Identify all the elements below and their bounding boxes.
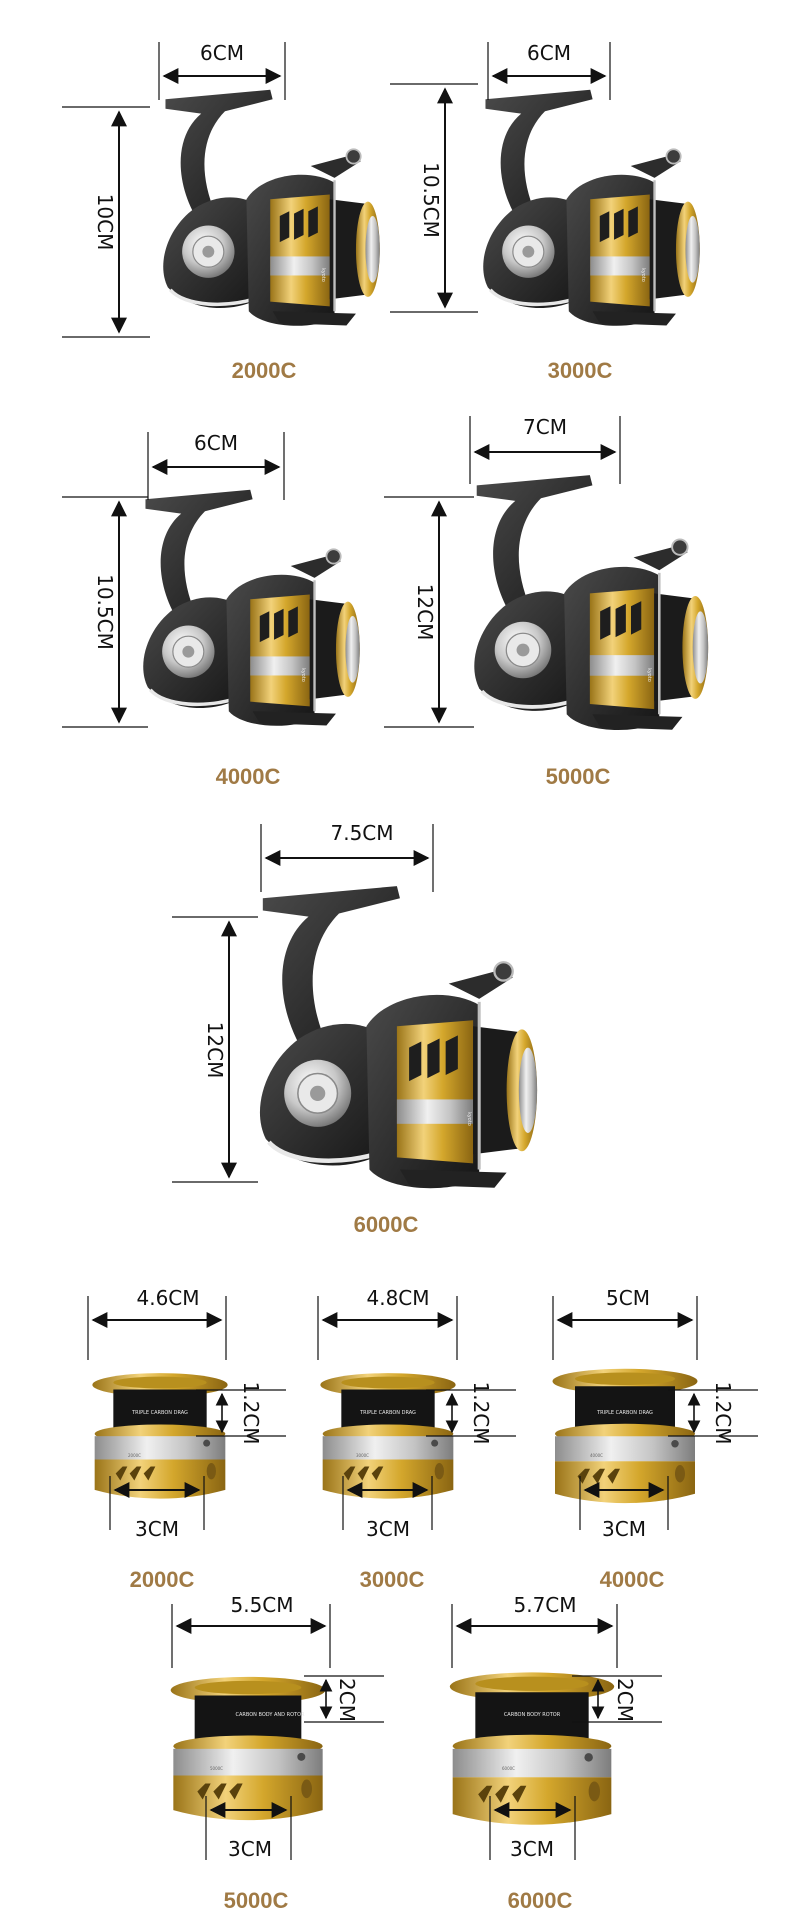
reel-brand-6000c: kyoto <box>466 1112 472 1126</box>
reel-6000c: kyoto 7.5CM 12CM 6000C <box>172 821 537 1237</box>
base-label-4000c: 3CM <box>602 1517 646 1541</box>
spool-text-6000c: 6000C <box>502 1766 515 1771</box>
reel-4000c: kyoto 6CM 10.5CM 4000C <box>62 431 362 789</box>
height-label-5000c: 12CM <box>413 584 437 641</box>
spool-2000c: TRIPLE CARBON DRAG 2000C 4.6CM 1.2CM 3CM… <box>87 1286 286 1592</box>
reel-5000c: kyoto 7CM 12CM 5000C <box>384 415 708 789</box>
depth-label-3000c: 1.2CM <box>469 1381 493 1444</box>
spool-text-4000c: 4000C <box>590 1453 603 1458</box>
height-label-4000c: 10.5CM <box>93 574 117 650</box>
diameter-label-3000c: 4.8CM <box>366 1286 429 1310</box>
spool-model-6000c: 6000C <box>508 1888 573 1913</box>
height-label-3000c: 10.5CM <box>419 162 443 238</box>
model-label-6000c: 6000C <box>354 1212 419 1237</box>
diameter-label-4000c: 5CM <box>606 1286 650 1310</box>
spool-5000c: CARBON BODY AND ROTOR 5000C 5.5CM 2CM 3C… <box>170 1593 384 1913</box>
base-label-2000c: 3CM <box>135 1517 179 1541</box>
reel-brand-5000c: kyoto <box>646 668 652 682</box>
depth-label-4000c: 1.2CM <box>711 1381 735 1444</box>
depth-label-5000c: 2CM <box>335 1678 359 1722</box>
diameter-label-6000c: 5.7CM <box>513 1593 576 1617</box>
width-label-5000c: 7CM <box>523 415 567 439</box>
spool-print-4000c: TRIPLE CARBON DRAG <box>596 1410 653 1416</box>
reel-image-5000c <box>474 475 708 730</box>
base-label-5000c: 3CM <box>228 1837 272 1861</box>
model-label-3000c: 3000C <box>548 358 613 383</box>
reel-brand-4000c: kyoto <box>300 668 306 682</box>
diameter-label-2000c: 4.6CM <box>136 1286 199 1310</box>
spool-text-3000c: 3000C <box>356 1453 369 1458</box>
model-label-5000c: 5000C <box>546 764 611 789</box>
spool-print-2000c: TRIPLE CARBON DRAG <box>131 1410 188 1416</box>
width-label-3000c: 6CM <box>527 41 571 65</box>
width-label-2000c: 6CM <box>200 41 244 65</box>
model-label-4000c: 4000C <box>216 764 281 789</box>
spool-model-5000c: 5000C <box>224 1888 289 1913</box>
base-label-3000c: 3CM <box>366 1517 410 1541</box>
reel-image-2000c <box>161 87 382 328</box>
spool-6000c: CARBON BODY ROTOR 6000C 5.7CM 2CM 3CM 60… <box>449 1593 662 1913</box>
spool-model-4000c: 4000C <box>600 1567 665 1592</box>
reel-3000c: kyoto 6CM 10.5CM 3000C <box>390 41 702 383</box>
spool-model-3000c: 3000C <box>360 1567 425 1592</box>
reel-image-6000c <box>260 886 537 1188</box>
spool-4000c: TRIPLE CARBON DRAG 4000C 5CM 1.2CM 3CM 4… <box>552 1286 758 1592</box>
spool-image-6000c <box>449 1672 615 1825</box>
reel-brand-3000c: kyoto <box>640 268 646 282</box>
reel-2000c: kyoto 6CM 10CM 2000C <box>62 41 382 383</box>
spool-text-2000c: 2000C <box>128 1453 141 1458</box>
model-label-2000c: 2000C <box>232 358 297 383</box>
reel-image-3000c <box>481 87 702 328</box>
base-label-6000c: 3CM <box>510 1837 554 1861</box>
width-label-4000c: 6CM <box>194 431 238 455</box>
depth-label-2000c: 1.2CM <box>239 1381 263 1444</box>
spool-print-3000c: TRIPLE CARBON DRAG <box>359 1410 416 1416</box>
reel-brand-2000c: kyoto <box>320 268 326 282</box>
width-label-6000c: 7.5CM <box>330 821 393 845</box>
spool-model-2000c: 2000C <box>130 1567 195 1592</box>
depth-label-6000c: 2CM <box>613 1678 637 1722</box>
spool-print-6000c: CARBON BODY ROTOR <box>504 1712 561 1718</box>
spool-3000c: TRIPLE CARBON DRAG 3000C 4.8CM 1.2CM 3CM… <box>317 1286 516 1592</box>
height-label-2000c: 10CM <box>93 194 117 251</box>
spool-text-5000c: 5000C <box>210 1766 223 1771</box>
diameter-label-5000c: 5.5CM <box>230 1593 293 1617</box>
height-label-6000c: 12CM <box>203 1022 227 1079</box>
reel-image-4000c <box>141 487 362 728</box>
spool-print-5000c: CARBON BODY AND ROTOR <box>236 1712 305 1718</box>
spool-image-5000c <box>170 1676 326 1821</box>
